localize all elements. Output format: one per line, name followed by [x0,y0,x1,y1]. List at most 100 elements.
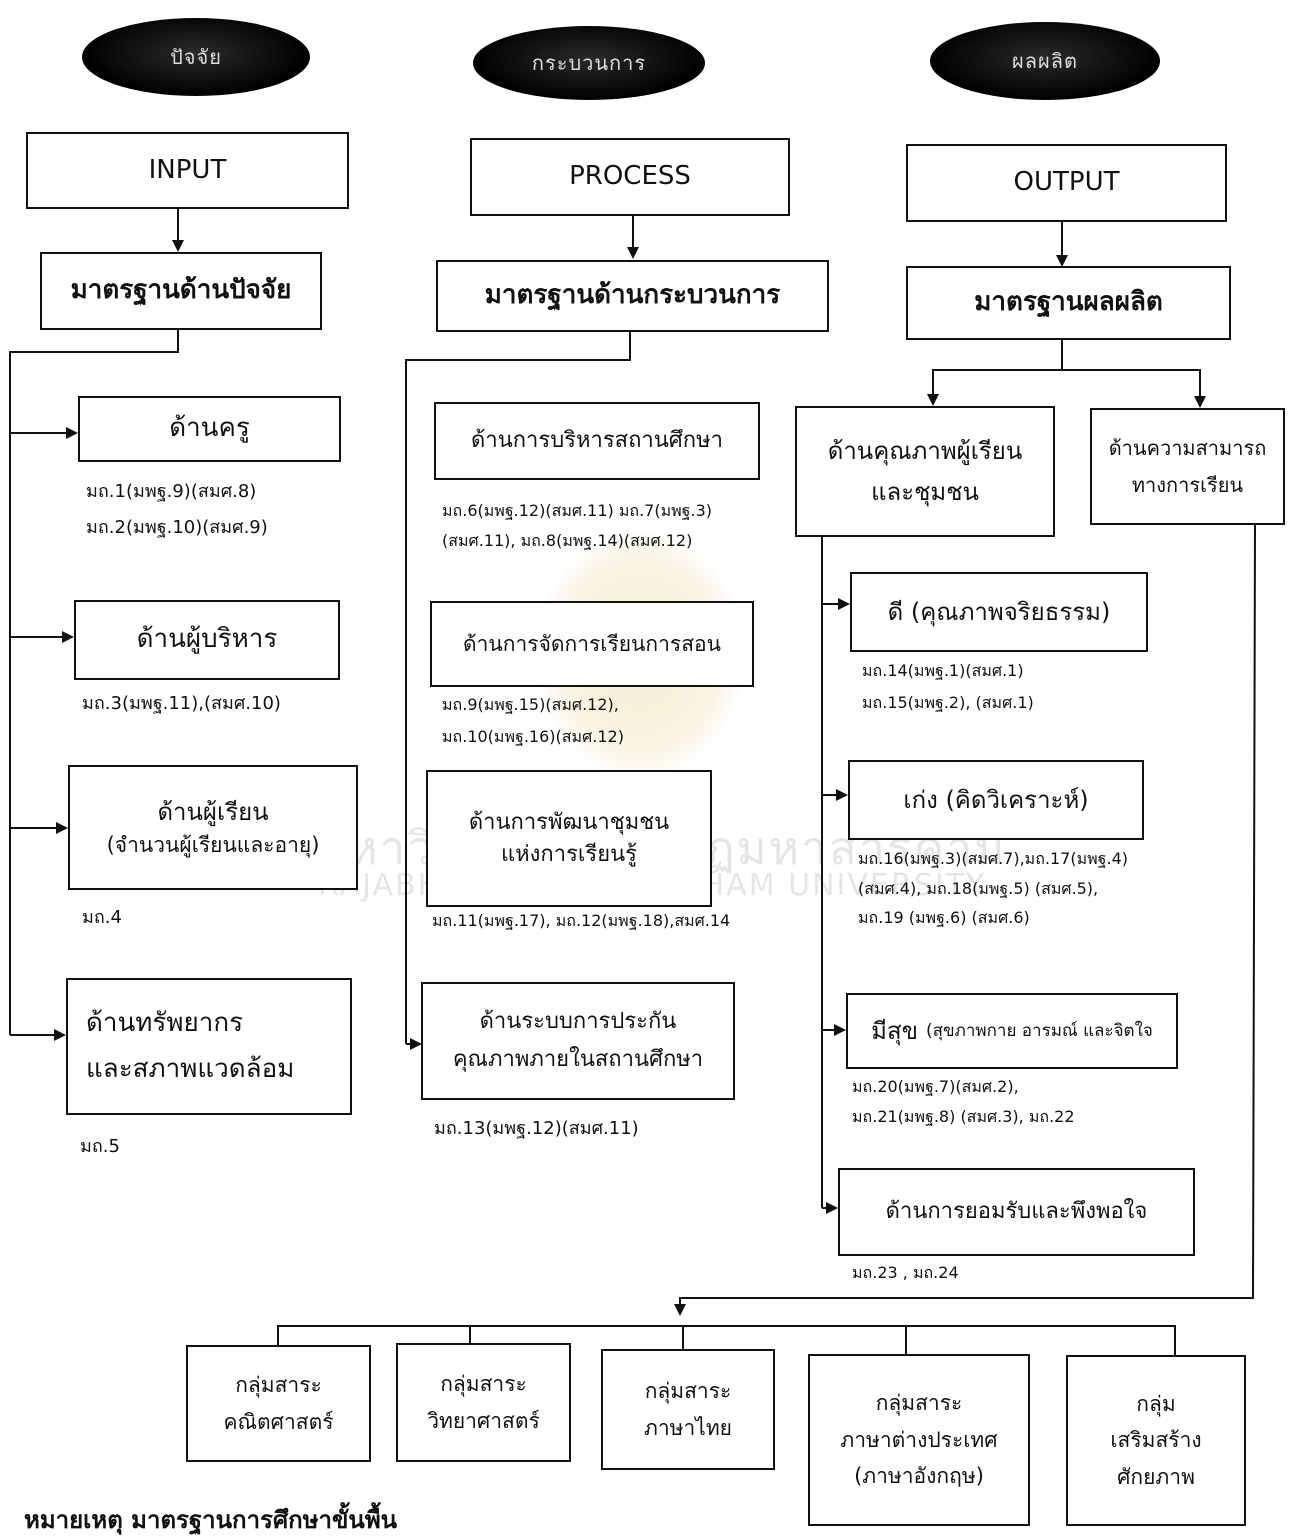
smart-analysis-box: เก่ง (คิดวิเคราะห์) [848,760,1144,840]
acceptance-refs: มถ.23 , มถ.24 [852,1260,959,1286]
subject-group-thai-line2: ภาษาไทย [644,1415,732,1440]
subject-group-science-line1: กลุ่มสาระ [440,1372,527,1397]
process-standard-box: มาตรฐานด้านกระบวนการ [436,260,829,332]
footnote: หมายเหตุ มาตรฐานการศึกษาขั้นพื้น [24,1506,398,1534]
process-title: PROCESS [569,161,691,192]
subject-group-potential-line2: เสริมสร้าง [1110,1428,1202,1453]
school-admin-ref-2: (สมศ.11), มถ.8(มพฐ.14)(สมศ.12) [442,530,693,550]
resources-box: ด้านทรัพยากร และสภาพแวดล้อม [66,978,352,1115]
teaching-ref-1: มถ.9(มพฐ.15)(สมศ.12), [442,695,619,714]
quality-assurance-refs: มถ.13(มพฐ.12)(สมศ.11) [434,1115,639,1143]
school-admin-label: ด้านการบริหารสถานศึกษา [471,428,723,454]
teacher-ref-2: มถ.2(มพฐ.10)(สมศ.9) [86,516,268,538]
student-box: ด้านผู้เรียน (จำนวนผู้เรียนและอายุ) [68,765,358,890]
learning-community-label: ด้านการพัฒนาชุมชน [468,809,670,835]
happiness-ref-2: มถ.21(มพฐ.8) (สมศ.3), มถ.22 [852,1106,1075,1126]
resources-refs: มถ.5 [80,1133,120,1161]
school-admin-refs: มถ.6(มพฐ.12)(สมศ.11) มถ.7(มพฐ.3) (สมศ.11… [442,498,712,553]
process-header-oval: กระบวนการ [473,26,705,100]
acceptance-label: ด้านการยอมรับและพึงพอใจ [885,1199,1148,1225]
quality-assurance-label: ด้านระบบการประกัน [479,1009,677,1035]
subject-group-math-line2: คณิตศาสตร์ [223,1409,334,1434]
learning-ability-box: ด้านความสามารถ ทางการเรียน [1090,408,1285,525]
subject-group-foreign-line2: ภาษาต่างประเทศ [840,1427,998,1452]
quality-assurance-box: ด้านระบบการประกัน คุณภาพภายในสถานศึกษา [421,982,735,1100]
output-title: OUTPUT [1013,167,1120,198]
student-sublabel: (จำนวนผู้เรียนและอายุ) [106,832,320,857]
learning-ability-label: ด้านความสามารถ [1108,435,1267,460]
input-standard-box: มาตรฐานด้านปัจจัย [40,252,322,330]
subject-group-thai: กลุ่มสาระ ภาษาไทย [601,1349,775,1470]
happiness-ref-1: มถ.20(มพฐ.7)(สมศ.2), [852,1077,1019,1096]
happiness-label: มีสุข [871,1016,919,1045]
good-ethics-box: ดี (คุณภาพจริยธรรม) [850,572,1148,652]
administrator-label: ด้านผู้บริหาร [136,624,278,655]
school-admin-ref-1: มถ.6(มพฐ.12)(สมศ.11) มถ.7(มพฐ.3) [442,501,713,520]
learning-community-box: ด้านการพัฒนาชุมชน แห่งการเรียนรู้ [426,770,712,907]
input-title: INPUT [148,154,227,185]
administrator-box: ด้านผู้บริหาร [74,600,340,680]
subject-group-potential: กลุ่ม เสริมสร้าง ศักยภาพ [1066,1355,1246,1526]
student-label: ด้านผู้เรียน [157,797,269,826]
output-standard-label: มาตรฐานผลผลิต [974,287,1163,318]
quality-assurance-ref-1: มถ.13(มพฐ.12)(สมศ.11) [434,1118,639,1139]
output-oval-label: ผลผลิต [1012,49,1078,73]
output-title-box: OUTPUT [906,144,1227,222]
teacher-label: ด้านครู [169,413,250,444]
subject-group-science-line2: วิทยาศาสตร์ [427,1408,540,1433]
subject-group-foreign-line3: (ภาษาอังกฤษ) [854,1464,984,1489]
subject-group-foreign-line1: กลุ่มสาระ [875,1391,963,1416]
input-title-box: INPUT [26,132,349,209]
smart-analysis-refs: มถ.16(มพฐ.3)(สมศ.7),มถ.17(มพฐ.4) (สมศ.4)… [858,846,1128,931]
process-title-box: PROCESS [470,138,790,216]
subject-group-foreign-language: กลุ่มสาระ ภาษาต่างประเทศ (ภาษาอังกฤษ) [808,1354,1030,1526]
smart-analysis-ref-3: มถ.19 (มพฐ.6) (สมศ.6) [858,908,1030,928]
good-ethics-label: ดี (คุณภาพจริยธรรม) [887,597,1111,626]
smart-analysis-ref-2: (สมศ.4), มถ.18(มพฐ.5) (สมศ.5), [858,878,1099,898]
teaching-box: ด้านการจัดการเรียนการสอน [430,601,754,687]
input-header-oval: ปัจจัย [82,18,310,96]
subject-group-science: กลุ่มสาระ วิทยาศาสตร์ [396,1343,571,1462]
learning-community-ref-1: มถ.11(มพฐ.17), มถ.12(มพฐ.18),สมศ.14 [432,911,731,930]
acceptance-box: ด้านการยอมรับและพึงพอใจ [838,1168,1195,1256]
subject-group-thai-line1: กลุ่มสาระ [644,1379,732,1404]
happiness-sublabel: (สุขภาพกาย อารมณ์ และจิตใจ [926,1020,1153,1041]
quality-assurance-sublabel: คุณภาพภายในสถานศึกษา [452,1047,704,1072]
smart-analysis-label: เก่ง (คิดวิเคราะห์) [903,785,1089,814]
learning-community-sublabel: แห่งการเรียนรู้ [501,841,637,867]
acceptance-ref-1: มถ.23 , มถ.24 [852,1263,959,1282]
output-standard-box: มาตรฐานผลผลิต [906,266,1231,340]
administrator-ref-1: มถ.3(มพฐ.11),(สมศ.10) [82,693,281,714]
teacher-ref-1: มถ.1(มพฐ.9)(สมศ.8) [86,481,257,502]
student-refs: มถ.4 [82,904,122,932]
smart-analysis-ref-1: มถ.16(มพฐ.3)(สมศ.7),มถ.17(มพฐ.4) [858,849,1129,868]
process-standard-label: มาตรฐานด้านกระบวนการ [484,280,781,311]
teaching-label: ด้านการจัดการเรียนการสอน [463,631,721,656]
teaching-ref-2: มถ.10(มพฐ.16)(สมศ.12) [442,726,624,746]
good-ethics-ref-1: มถ.14(มพฐ.1)(สมศ.1) [862,661,1024,680]
input-standard-label: มาตรฐานด้านปัจจัย [70,275,292,306]
resources-label: ด้านทรัพยากร [86,1007,244,1038]
good-ethics-ref-2: มถ.15(มพฐ.2), (สมศ.1) [862,692,1034,712]
subject-group-math: กลุ่มสาระ คณิตศาสตร์ [186,1345,371,1462]
teacher-refs: มถ.1(มพฐ.9)(สมศ.8) มถ.2(มพฐ.10)(สมศ.9) [86,478,268,542]
student-ref-1: มถ.4 [82,907,122,928]
good-ethics-refs: มถ.14(มพฐ.1)(สมศ.1) มถ.15(มพฐ.2), (สมศ.1… [862,658,1034,715]
teaching-refs: มถ.9(มพฐ.15)(สมศ.12), มถ.10(มพฐ.16)(สมศ.… [442,692,624,749]
resources-ref-1: มถ.5 [80,1136,120,1157]
subject-group-potential-line3: ศักยภาพ [1117,1464,1195,1489]
learning-ability-sublabel: ทางการเรียน [1131,472,1244,497]
learner-quality-box: ด้านคุณภาพผู้เรียน และชุมชน [795,406,1055,537]
subject-group-math-line1: กลุ่มสาระ [235,1373,322,1398]
process-oval-label: กระบวนการ [531,51,647,75]
learner-quality-label: ด้านคุณภาพผู้เรียน [827,436,1023,465]
learning-community-refs: มถ.11(มพฐ.17), มถ.12(มพฐ.18),สมศ.14 [432,908,730,934]
input-oval-label: ปัจจัย [170,45,222,69]
happiness-box: มีสุข (สุขภาพกาย อารมณ์ และจิตใจ [846,993,1178,1069]
learner-quality-sublabel: และชุมชน [871,477,979,506]
school-admin-box: ด้านการบริหารสถานศึกษา [434,402,760,480]
resources-sublabel: และสภาพแวดล้อม [86,1053,295,1084]
output-header-oval: ผลผลิต [930,22,1160,100]
subject-group-potential-line1: กลุ่ม [1136,1391,1176,1416]
happiness-refs: มถ.20(มพฐ.7)(สมศ.2), มถ.21(มพฐ.8) (สมศ.3… [852,1074,1075,1129]
